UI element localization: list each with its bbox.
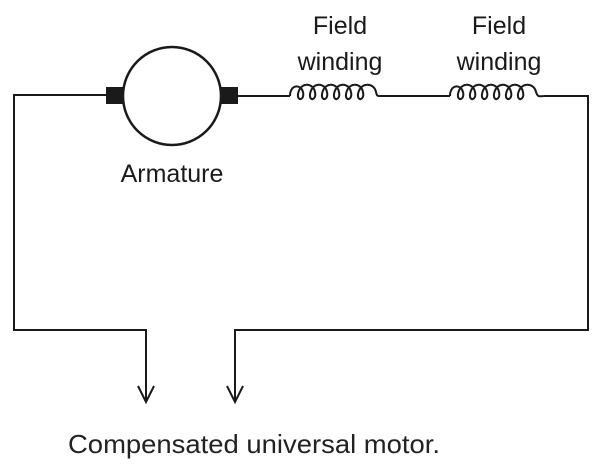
armature (106, 45, 238, 147)
terminal-arrows (137, 385, 244, 405)
armature-brush-left (106, 87, 123, 104)
armature-brush-right (221, 87, 238, 104)
field-winding-coil-1 (289, 83, 383, 100)
diagram-caption: Compensated universal motor. (68, 429, 440, 459)
field-winding-1-label-line1: Field (313, 12, 367, 40)
field-winding-1-label-line2: winding (297, 48, 383, 76)
field-winding-2-label-line1: Field (472, 12, 526, 40)
wire-left-loop (13, 94, 147, 392)
armature-circle (121, 45, 223, 147)
circuit-wire (13, 94, 589, 392)
wire-right-loop (234, 95, 589, 392)
field-winding-coil-2 (449, 83, 546, 100)
armature-label: Armature (121, 160, 224, 188)
field-winding-2-label-line2: winding (456, 48, 542, 76)
